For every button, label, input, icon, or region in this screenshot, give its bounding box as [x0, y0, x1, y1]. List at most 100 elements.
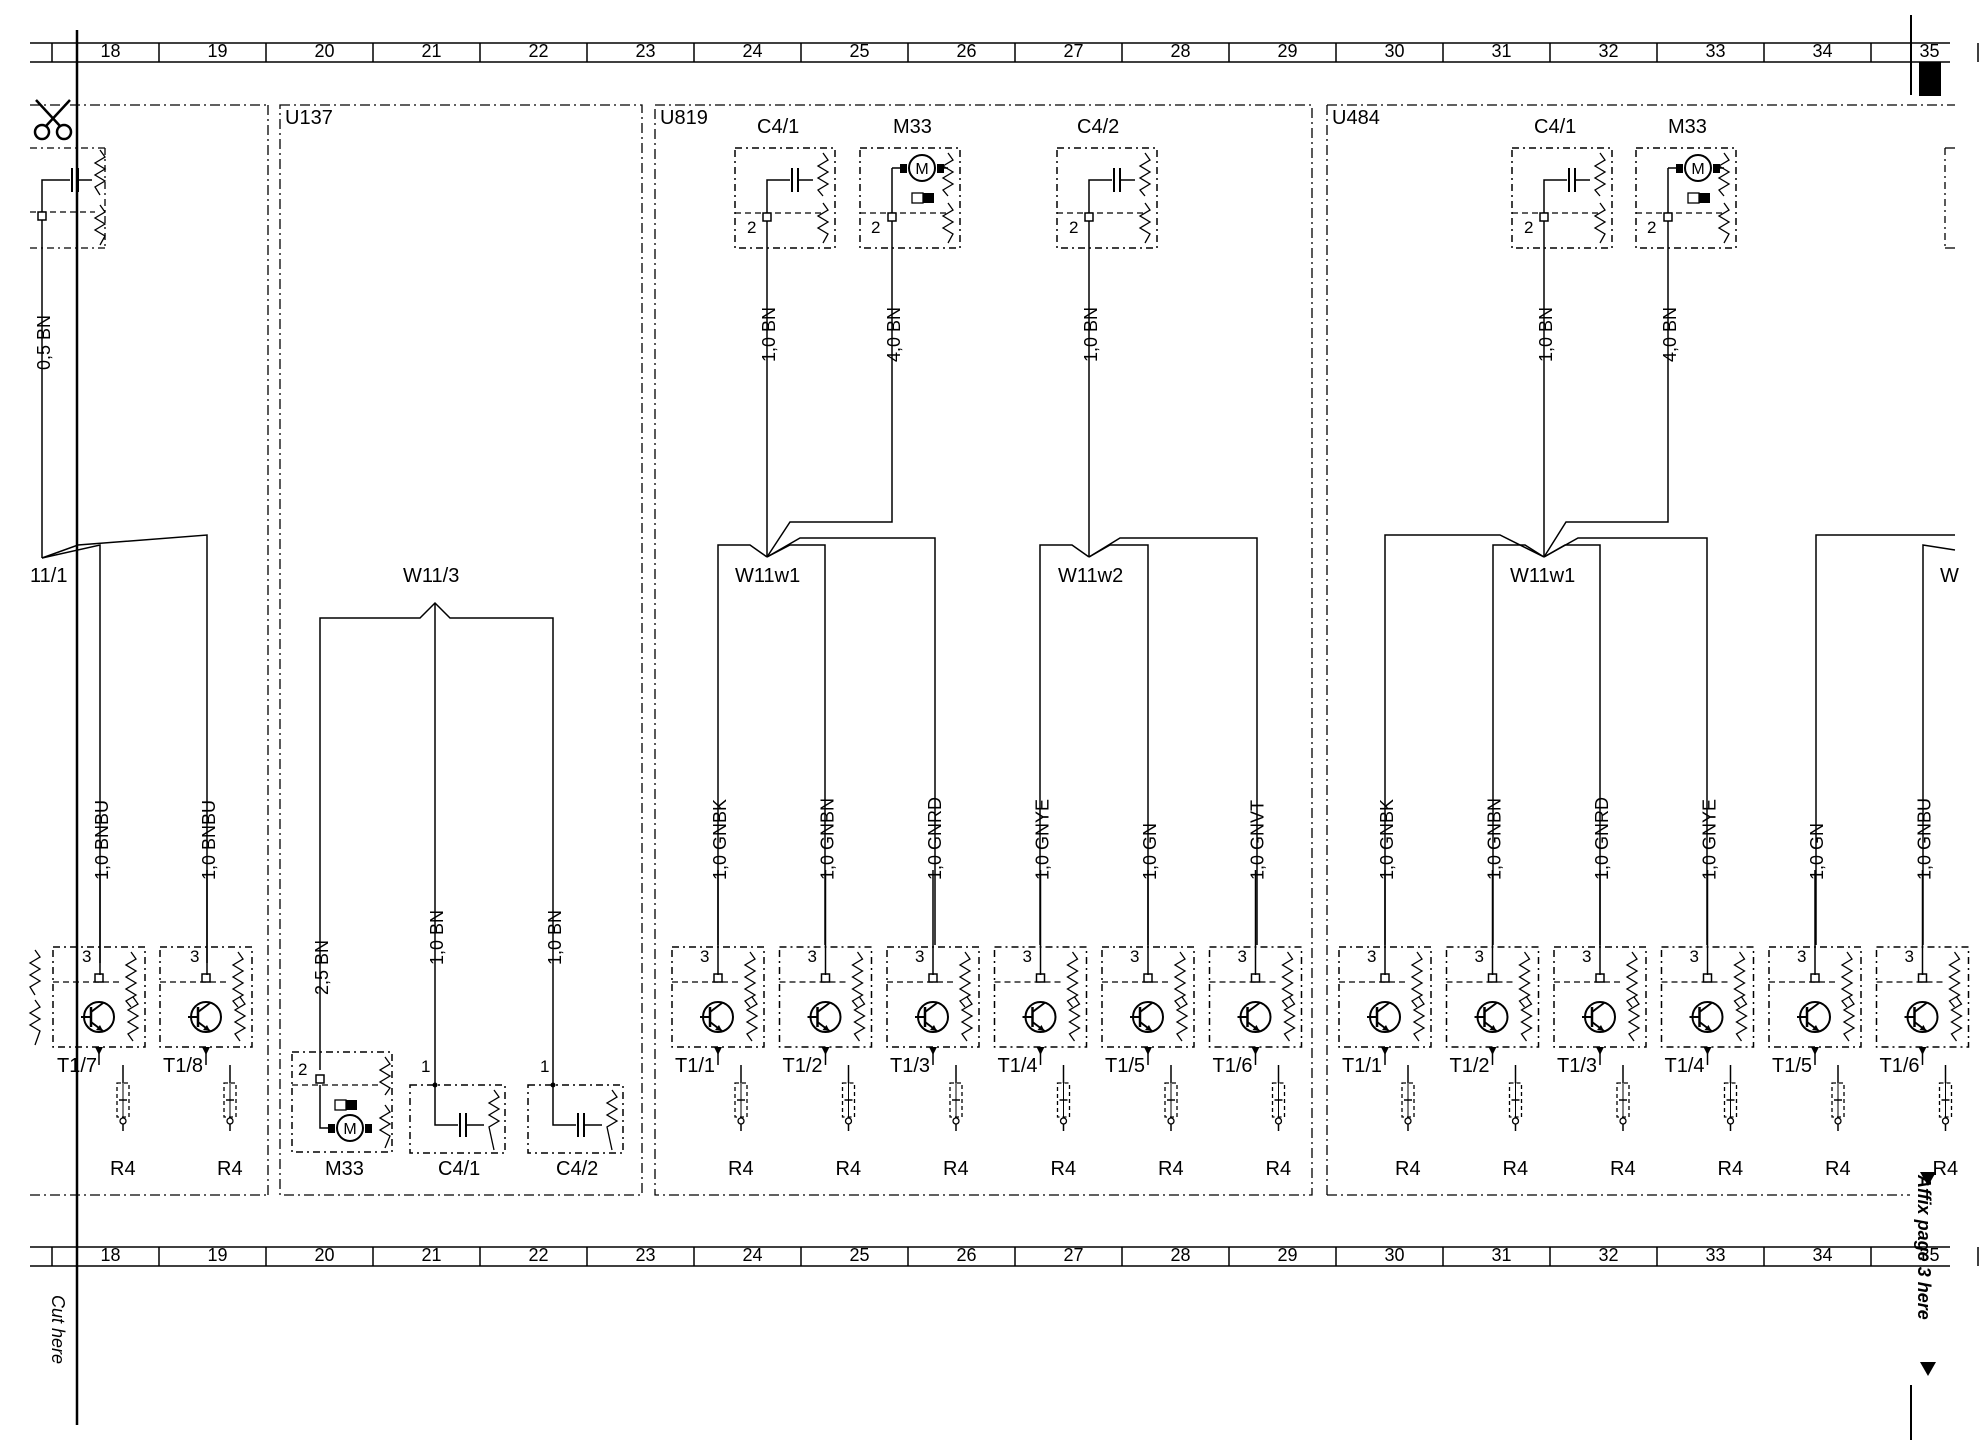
u137-m33-pin: 2: [298, 1060, 307, 1079]
u137-c42-name: C4/2: [556, 1158, 598, 1180]
u484-resistor-label: R4: [1395, 1158, 1421, 1180]
u819-m33-name: M33: [893, 116, 932, 138]
ruler-number: 35: [1919, 1245, 1939, 1265]
u819-wire-label: 1,0 GNYE: [1033, 799, 1053, 880]
ruler-number: 34: [1812, 1245, 1832, 1265]
ruler-number: 19: [207, 1245, 227, 1265]
ruler-number: 33: [1705, 41, 1725, 61]
u484-wire-label: 1,0 GNBU: [1915, 798, 1935, 880]
u484-name: U484: [1332, 107, 1380, 129]
u484-resistor-label: R4: [1825, 1158, 1851, 1180]
u819-pin-label: 3: [1238, 947, 1247, 966]
ruler-number: 28: [1170, 1245, 1190, 1265]
ruler-number: 18: [100, 1245, 120, 1265]
u484-pin-label: 3: [1367, 947, 1376, 966]
u819-resistor-label: R4: [728, 1158, 754, 1180]
u819-transistor-5: 1,0 GN 3T1/5R4: [1100, 823, 1196, 1180]
ruler-number: 23: [635, 1245, 655, 1265]
u819-m33-pin: 2: [871, 218, 880, 237]
u484-wire-label: 1,0 GNYE: [1700, 799, 1720, 880]
ruler-number: 29: [1277, 41, 1297, 61]
u137-name: U137: [285, 107, 333, 129]
u819-pin-label: 3: [1130, 947, 1139, 966]
u484-pin-label: 3: [1582, 947, 1591, 966]
ruler-number: 22: [528, 41, 548, 61]
u484-resistor-label: R4: [1503, 1158, 1529, 1180]
u819-wire-label: 1,0 GNVT: [1248, 800, 1268, 880]
ruler-number: 23: [635, 41, 655, 61]
u819-wire-label: 1,0 GNRD: [925, 797, 945, 880]
u484-transistor-name: T1/1: [1342, 1055, 1382, 1077]
left-t17-wire: 1,0 BNBU: [92, 800, 112, 880]
left-t18-wire: 1,0 BNBU: [199, 800, 219, 880]
affix-arrow-top-icon: [1920, 1172, 1936, 1186]
left-t17-resistor: R4: [110, 1158, 136, 1180]
ruler-number: 31: [1491, 1245, 1511, 1265]
module-u137: U137 W11/3 2,5 BN 1,0 BN 1,0 BN M 2 M33 …: [279, 104, 643, 1196]
ruler-number: 20: [314, 41, 334, 61]
module-u819: U819 C4/1 M33 C4/2 2 2 2 1,0 BN 4,0 BN 1…: [654, 104, 1313, 1196]
u484-wire-label: 1,0 GNRD: [1592, 797, 1612, 880]
u819-c42-name: C4/2: [1077, 116, 1119, 138]
svg-text:M: M: [343, 1121, 356, 1138]
ruler-number: 29: [1277, 1245, 1297, 1265]
u819-transistor-name: T1/5: [1105, 1055, 1145, 1077]
affix-page-label: Affix page 3 here: [1914, 1174, 1934, 1320]
u484-c41-pin: 2: [1524, 218, 1533, 237]
ruler-number: 19: [207, 41, 227, 61]
u137-connector: W11/3: [403, 565, 459, 587]
ruler-number: 26: [956, 41, 976, 61]
u819-transistor-name: T1/6: [1213, 1055, 1253, 1077]
u819-transistor-name: T1/2: [783, 1055, 823, 1077]
u484-resistor-label: R4: [1718, 1158, 1744, 1180]
u484-transistor-name: T1/3: [1557, 1055, 1597, 1077]
scissors-icon: [33, 99, 73, 141]
u819-wire-label: 1,0 GN: [1140, 823, 1160, 880]
u819-c42-pin: 2: [1069, 218, 1078, 237]
u484-transistor-name: T1/4: [1665, 1055, 1705, 1077]
u137-m33-name: M33: [325, 1158, 364, 1180]
u484-pin-label: 3: [1475, 947, 1484, 966]
u137-c41-name: C4/1: [438, 1158, 480, 1180]
cut-here-label: Cut here: [48, 1295, 68, 1364]
u484-transistor-name: T1/5: [1772, 1055, 1812, 1077]
ruler-number: 21: [421, 41, 441, 61]
u819-pin-label: 3: [1023, 947, 1032, 966]
u484-resistor-label: R4: [1610, 1158, 1636, 1180]
u819-resistor-label: R4: [1051, 1158, 1077, 1180]
ruler-number: 26: [956, 1245, 976, 1265]
u819-wire-label: 1,0 GNBK: [710, 799, 730, 880]
u484-wire-label: 1,0 GN: [1807, 823, 1827, 880]
module-left: 0,5 BN 11/1 1,0 BNBU 1,0 BNBU 3 3 T1/7 T…: [28, 104, 269, 1196]
u484-m33-name: M33: [1668, 116, 1707, 138]
u819-resistor-label: R4: [1158, 1158, 1184, 1180]
u819-transistor-1: 1,0 GNBK 3T1/1R4: [670, 799, 766, 1180]
left-t18-pin: 3: [190, 947, 199, 966]
u137-c41-wire: 1,0 BN: [427, 910, 447, 965]
u819-transistor-name: T1/4: [998, 1055, 1038, 1077]
u484-transistor-name: T1/6: [1880, 1055, 1920, 1077]
u819-pin-label: 3: [700, 947, 709, 966]
u819-transistor-name: T1/1: [675, 1055, 715, 1077]
u819-w11w2: W11w2: [1058, 565, 1123, 587]
ruler-number: 20: [314, 1245, 334, 1265]
u484-resistor-label: R4: [1933, 1158, 1959, 1180]
u819-pin-label: 3: [808, 947, 817, 966]
ruler-number: 32: [1598, 41, 1618, 61]
left-t18-name: T1/8: [163, 1055, 203, 1077]
ruler-number: 21: [421, 1245, 441, 1265]
ruler-number: 34: [1812, 41, 1832, 61]
u819-m33-wire: 4,0 BN: [884, 307, 904, 362]
ruler-number: 30: [1384, 41, 1404, 61]
ruler-number: 18: [100, 41, 120, 61]
ruler-number: 30: [1384, 1245, 1404, 1265]
u819-c41-name: C4/1: [757, 116, 799, 138]
